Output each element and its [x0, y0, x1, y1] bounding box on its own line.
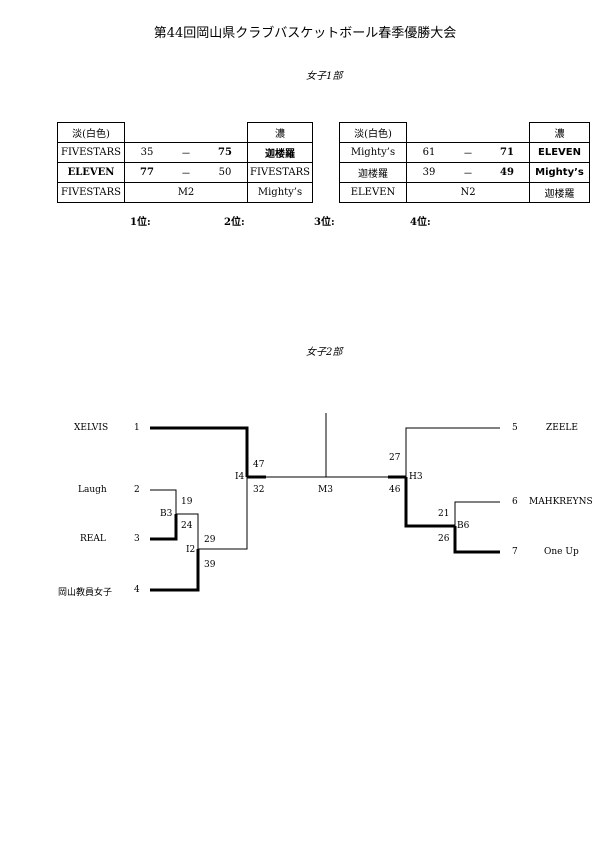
team-seed: 5 [512, 423, 518, 433]
match-code-m3: M3 [318, 485, 333, 495]
bracket-line-i2 [198, 477, 248, 550]
team-seed: 2 [134, 485, 140, 495]
team-name: XELVIS [74, 423, 109, 433]
match-score: 24 [181, 521, 193, 531]
bracket-line-okayama-win [150, 549, 200, 592]
team-name: Laugh [78, 485, 107, 495]
team-name: 岡山教員女子 [58, 588, 113, 598]
match-code-h3: H3 [409, 472, 423, 482]
match-score: 29 [204, 535, 216, 545]
table-row: ELEVEN 77 － 50 FIVESTARS [57, 162, 313, 183]
division2-title: 女子2部 [306, 347, 343, 358]
match-score: 32 [253, 485, 265, 495]
bracket-line-zeele [405, 427, 500, 477]
rank-4-label: 4位: [410, 217, 431, 228]
team-name: MAHKREYNS [529, 497, 593, 507]
bracket-line-b3 [176, 513, 199, 549]
rank-1-label: 1位: [130, 217, 151, 228]
match-score: 46 [389, 485, 401, 495]
team-seed: 4 [134, 585, 140, 595]
bracket-line-b6-win [404, 477, 455, 528]
table-row: Mighty’s 61 － 71 ELEVEN [339, 142, 590, 163]
header-left: 淡(白色) [57, 122, 125, 143]
match-score: 21 [438, 509, 450, 519]
results-table-2: 淡(白色) 濃 Mighty’s 61 － 71 ELEVEN 迦楼羅 39 －… [339, 122, 590, 203]
results-table-1: 淡(白色) 濃 FIVESTARS 35 － 75 迦楼羅 ELEVEN 77 … [57, 122, 313, 203]
match-code-b6: B6 [457, 521, 470, 531]
team-seed: 6 [512, 497, 518, 507]
table-header-row: 淡(白色) 濃 [339, 122, 590, 143]
team-right: FIVESTARS [247, 162, 313, 183]
match-score: 47 [253, 460, 265, 470]
table-row: FIVESTARS M2 Mighty’s [57, 182, 313, 203]
bracket-line-mahkreyns [454, 501, 500, 526]
bracket-line-oneup-win [453, 526, 500, 554]
match-score: 39 [204, 560, 216, 570]
bracket-line-laugh [150, 489, 177, 514]
team-left: Mighty’s [339, 142, 407, 163]
team-name: One Up [544, 547, 579, 557]
team-seed: 1 [134, 423, 140, 433]
match-code-b3: B3 [160, 509, 173, 519]
match-score: 27 [389, 453, 401, 463]
match-code-i2: I2 [186, 545, 196, 555]
match-score: 19 [181, 497, 193, 507]
match-code-i4: I4 [235, 472, 245, 482]
bracket-line-xelvis-win [150, 426, 249, 477]
table-row: ELEVEN N2 迦楼羅 [339, 182, 590, 203]
table-row: 迦楼羅 39 － 49 Mighty’s [339, 162, 590, 183]
team-seed: 3 [134, 534, 140, 544]
rank-2-label: 2位: [224, 217, 245, 228]
team-name: ZEELE [546, 423, 578, 433]
team-seed: 7 [512, 547, 518, 557]
division1-title: 女子1部 [306, 71, 343, 82]
page-title: 第44回岡山県クラブバスケットボール春季優勝大会 [153, 26, 457, 41]
team-right: Mighty’s [247, 182, 313, 203]
team-right: 迦楼羅 [529, 182, 590, 203]
team-name: REAL [80, 534, 106, 544]
match-score: 26 [438, 534, 450, 544]
rank-3-label: 3位: [314, 217, 335, 228]
bracket-line-real-win [150, 514, 178, 541]
